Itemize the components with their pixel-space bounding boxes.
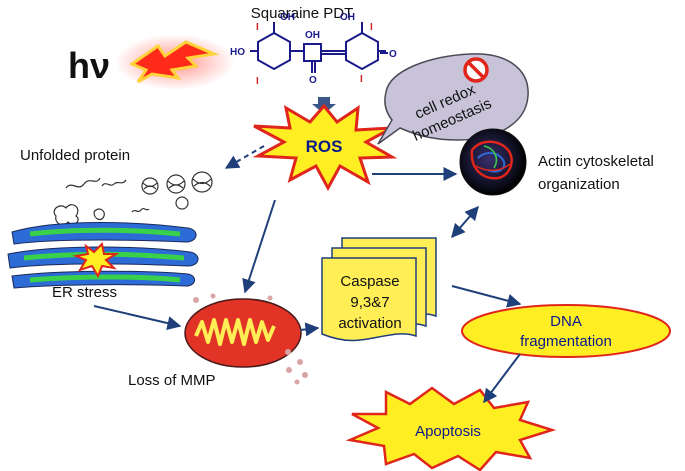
arrow-ros-to-mito: [242, 199, 276, 294]
er-stress-icon: [7, 222, 199, 289]
arrow-caspase-actin: [451, 205, 479, 239]
hydroxyl-top-right: OH: [340, 12, 355, 23]
iodine-top-left: I: [256, 22, 259, 33]
actin-cell-icon: [459, 128, 527, 196]
caspase-line3: activation: [338, 315, 401, 332]
ros-starburst: [252, 103, 398, 192]
arrow-er-to-mito: [93, 305, 182, 330]
iodine-bottom-right: I: [360, 74, 363, 85]
caspase-line1: Caspase: [340, 273, 399, 290]
hydroxyl-left: HO: [230, 47, 245, 58]
lightning-icon: [115, 34, 235, 90]
dna-ellipse: [461, 304, 671, 358]
unfolded-protein-label: Unfolded protein: [20, 147, 130, 164]
hydroxyl-top-left: OH: [280, 12, 295, 23]
actin-line2: organization: [538, 176, 620, 193]
iodine-top-right: I: [370, 22, 373, 33]
squaraine-structure: [250, 22, 388, 73]
dna-line2: fragmentation: [520, 333, 612, 350]
unfolded-protein-icon: [53, 171, 213, 226]
iodine-bottom-left: I: [256, 76, 259, 87]
dna-line1: DNA: [550, 313, 582, 330]
caspase-card: [321, 237, 437, 342]
arrow-mito-to-caspase: [299, 322, 320, 337]
arrow-dna-to-apoptosis: [483, 353, 521, 404]
oxygen-right: O: [389, 49, 397, 60]
ros-label: ROS: [306, 137, 343, 156]
redox-bubble: [377, 53, 529, 145]
light-symbol: hν: [68, 45, 110, 86]
arrow-ros-to-unfolded: [224, 145, 265, 169]
arrows: [93, 145, 522, 404]
oxygen-bottom: O: [309, 75, 317, 86]
loss-mmp-label: Loss of MMP: [128, 372, 216, 389]
apoptosis-starburst: [345, 386, 557, 471]
actin-line1: Actin cytoskeletal: [538, 153, 654, 170]
arrow-caspase-to-dna: [451, 285, 522, 308]
mitochondrion-icon: [184, 293, 308, 385]
caspase-line2: 9,3&7: [350, 294, 389, 311]
prohibition-icon: [463, 57, 489, 83]
title: Squaraine PDT: [251, 5, 354, 22]
apoptosis-label: Apoptosis: [415, 423, 481, 440]
er-stress-label: ER stress: [52, 284, 117, 301]
hydroxyl-square: OH: [305, 30, 320, 41]
